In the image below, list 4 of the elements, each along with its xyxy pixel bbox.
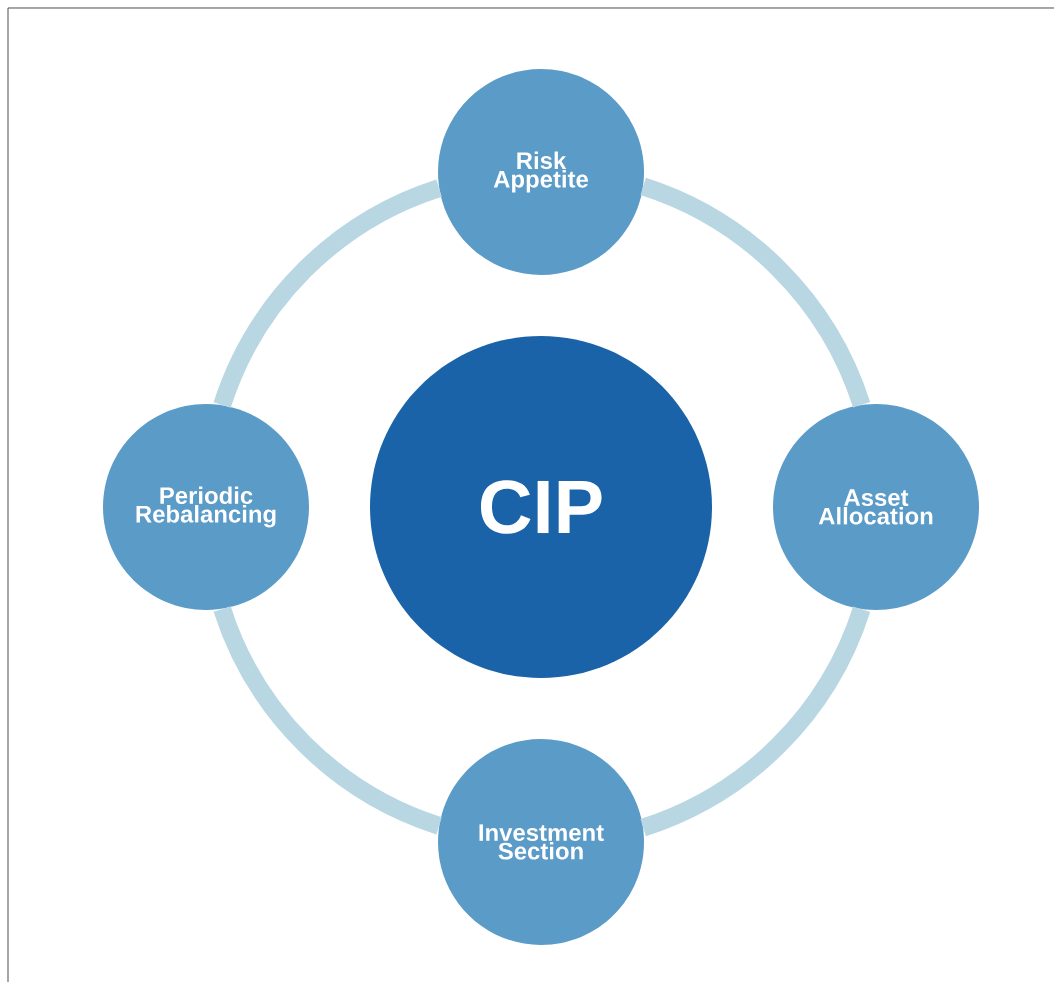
ring-arc bbox=[640, 177, 871, 408]
ring-arc bbox=[213, 605, 443, 835]
ring-arc bbox=[640, 606, 871, 837]
ring-arc bbox=[213, 179, 443, 409]
